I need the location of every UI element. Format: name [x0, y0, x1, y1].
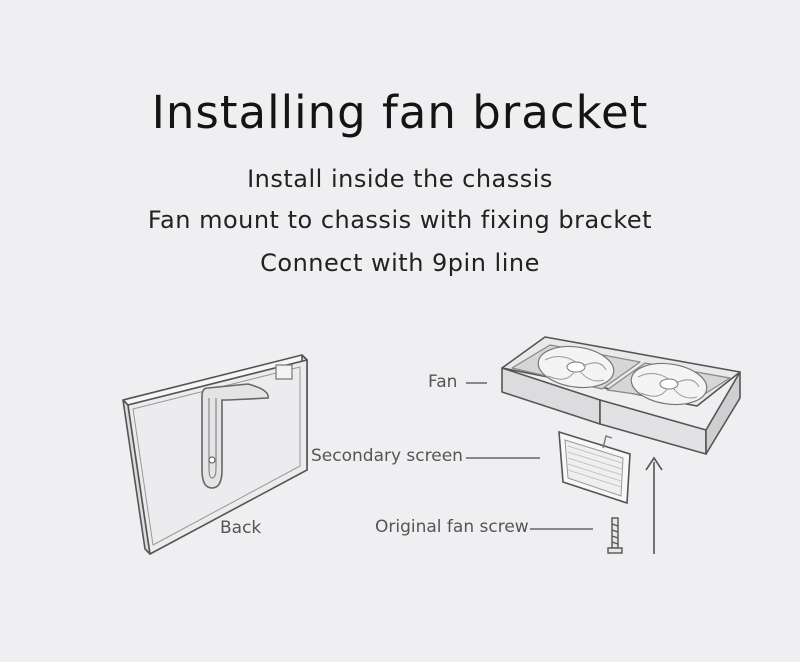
leader-lines [466, 382, 593, 530]
instruction-line-3: Connect with 9pin line [260, 249, 540, 277]
fixing-bracket [201, 383, 269, 489]
instruction-line-1: Install inside the chassis [247, 165, 553, 193]
secondary-screen [558, 430, 631, 505]
fan-label: Fan [428, 372, 458, 392]
original-fan-screw [607, 517, 623, 554]
back-label: Back [220, 518, 262, 538]
fan-assembly [501, 336, 741, 455]
page-title: Installing fan bracket [151, 86, 649, 139]
instruction-line-2: Fan mount to chassis with fixing bracket [147, 206, 653, 234]
secondary-screen-label: Secondary screen [311, 446, 463, 466]
original-fan-screw-label: Original fan screw [375, 517, 529, 537]
assembly-arrow [645, 456, 663, 554]
